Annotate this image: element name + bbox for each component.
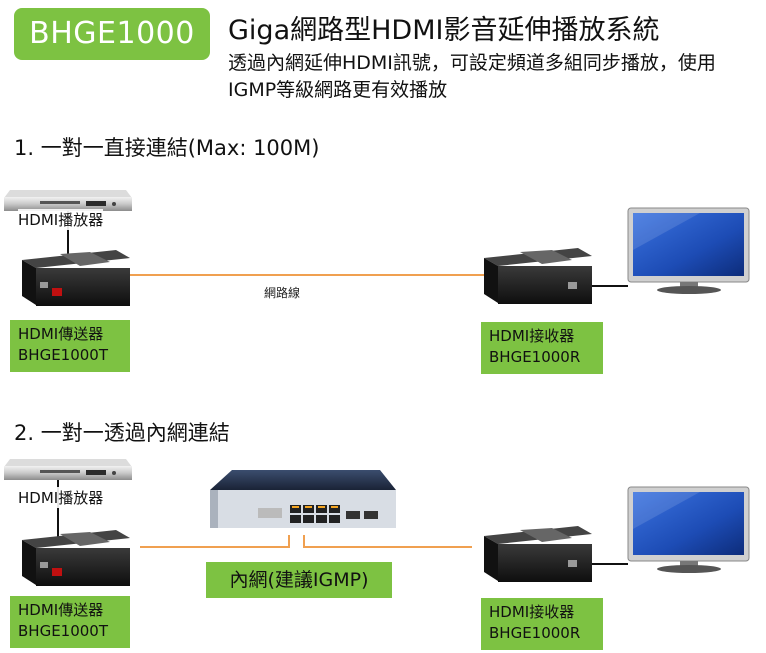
tv-monitor-icon xyxy=(627,486,750,573)
receiver-label-line2: BHGE1000R xyxy=(489,348,581,366)
transmitter-label: HDMI傳送器 BHGE1000T xyxy=(10,596,130,648)
player-label: HDMI播放器 xyxy=(18,209,104,230)
receiver-label-line1: HDMI接收器 xyxy=(489,603,575,621)
tv-monitor-icon xyxy=(627,207,750,294)
network-switch-icon xyxy=(210,470,396,528)
transmitter-label-line2: BHGE1000T xyxy=(18,622,109,640)
transmitter-label: HDMI傳送器 BHGE1000T xyxy=(10,320,130,372)
transmitter-label-line2: BHGE1000T xyxy=(18,346,109,364)
dvd-player-icon xyxy=(4,190,132,211)
hdmi-receiver-icon xyxy=(484,526,592,582)
cable-label: 網路線 xyxy=(264,286,301,300)
hdmi-receiver-icon xyxy=(484,248,592,304)
hdmi-transmitter-icon xyxy=(22,250,130,306)
transmitter-label-line1: HDMI傳送器 xyxy=(18,601,104,619)
section-1-heading: 1. 一對一直接連結(Max: 100M) xyxy=(14,136,320,160)
receiver-label-line1: HDMI接收器 xyxy=(489,327,575,345)
page-description: 透過內網延伸HDMI訊號，可設定頻道多組同步播放，使用IGMP等級網路更有效播放 xyxy=(228,52,716,101)
hdmi-transmitter-icon xyxy=(22,530,130,586)
dvd-player-icon xyxy=(4,459,132,480)
section-2-heading: 2. 一對一透過內網連結 xyxy=(14,421,230,445)
receiver-label: HDMI接收器 BHGE1000R xyxy=(481,598,603,650)
network-label: 內網(建議IGMP) xyxy=(206,562,392,598)
transmitter-label-line1: HDMI傳送器 xyxy=(18,325,104,343)
receiver-label: HDMI接收器 BHGE1000R xyxy=(481,322,603,374)
page-title: Giga網路型HDMI影音延伸播放系統 xyxy=(228,15,660,46)
receiver-label-line2: BHGE1000R xyxy=(489,624,581,642)
player-label: HDMI播放器 xyxy=(18,487,104,508)
model-badge: BHGE1000 xyxy=(14,8,210,60)
